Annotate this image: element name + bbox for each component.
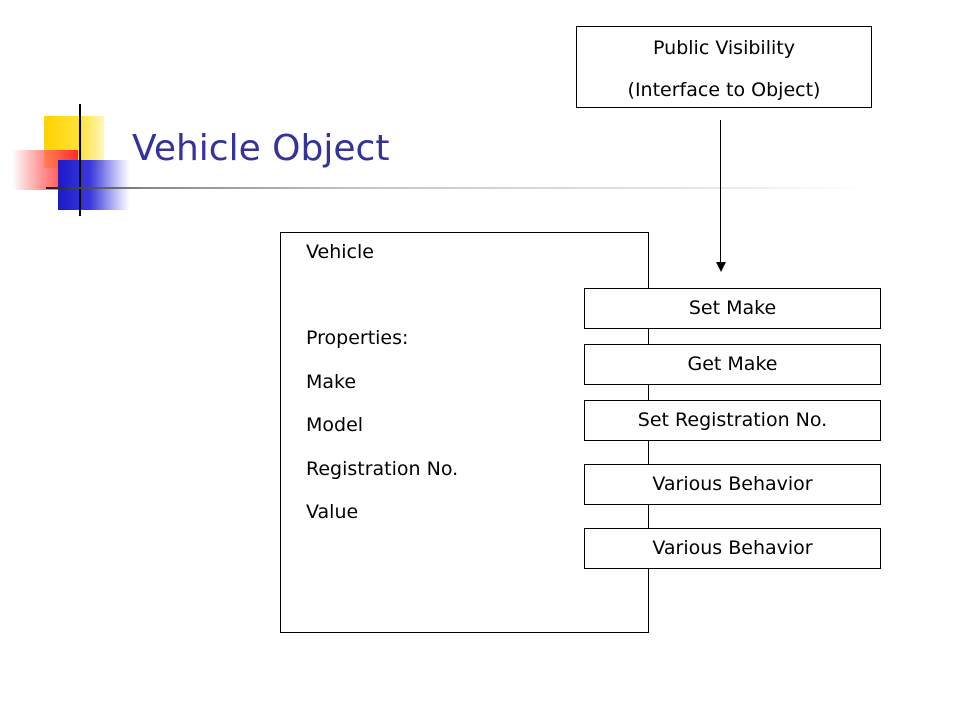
property-value: Value [306,501,359,523]
title-underline [46,187,866,189]
method-get-make: Get Make [584,344,881,385]
public-visibility-callout: Public Visibility (Interface to Object) [576,26,872,108]
arrow-head-icon [716,262,726,272]
properties-label: Properties: [306,327,409,349]
method-various-behavior-1: Various Behavior [584,464,881,505]
callout-line-1: Public Visibility [653,37,795,59]
callout-line-2: (Interface to Object) [627,79,821,101]
method-set-make: Set Make [584,288,881,329]
slide-title: Vehicle Object [132,128,390,169]
arrow-shaft [720,120,721,262]
method-various-behavior-2: Various Behavior [584,528,881,569]
logo-blue-block [58,160,130,210]
property-model: Model [306,414,364,436]
property-make: Make [306,371,357,393]
logo-vertical-line [79,104,81,216]
vehicle-name: Vehicle [306,241,374,263]
property-registration: Registration No. [306,458,459,480]
method-set-registration: Set Registration No. [584,400,881,441]
